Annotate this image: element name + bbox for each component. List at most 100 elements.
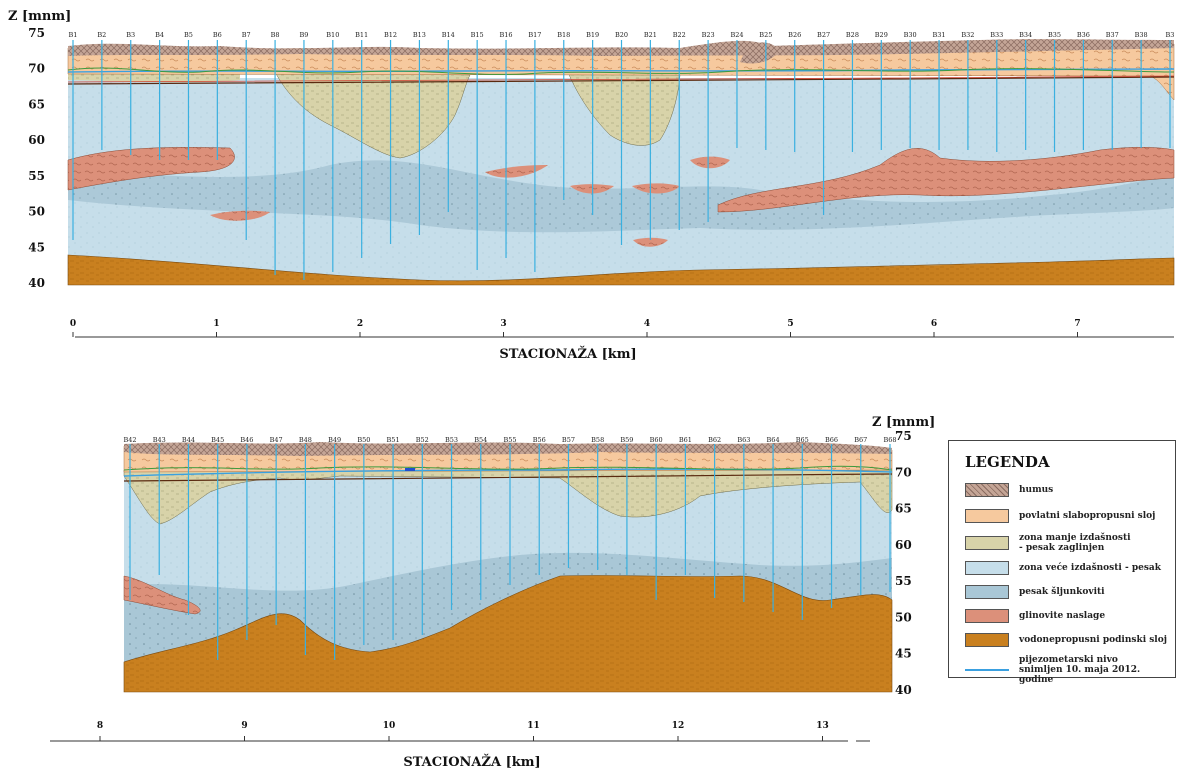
borehole-label: B26 [788, 31, 801, 39]
km-tick-label: 13 [816, 721, 829, 731]
legend: LEGENDA humus povlatni slabopropusni slo… [948, 440, 1176, 685]
borehole-label: B20 [615, 31, 628, 39]
borehole-label: B67 [854, 436, 867, 444]
borehole-label: B15 [471, 31, 484, 39]
z-tick-label: 70 [895, 465, 912, 479]
top-x-axis-label: STACIONAŽA [km] [499, 346, 636, 362]
km-tick-label: 7 [1074, 319, 1080, 329]
top-layer-glina-lens-1 [210, 210, 270, 221]
borehole-label: B58 [591, 436, 604, 444]
borehole-label: B31 [933, 31, 946, 39]
top-z-axis-label: Z [mnm] [8, 9, 71, 24]
legend-item-sljunkoviti: pesak šljunkoviti [965, 585, 1105, 599]
z-tick-label: 75 [895, 429, 912, 443]
borehole-label: B14 [442, 31, 455, 39]
borehole-label: B44 [182, 436, 195, 444]
legend-swatch-pesak [965, 561, 1009, 575]
km-tick-label: 11 [527, 721, 540, 731]
bottom-layer-zaglinjen [123, 469, 893, 525]
bottom-borehole-lines [129, 444, 891, 660]
borehole-label: B53 [445, 436, 458, 444]
z-tick-label: 75 [28, 26, 45, 40]
km-tick-label: 6 [931, 319, 937, 329]
borehole-label: B65 [796, 436, 809, 444]
km-tick-label: 0 [70, 319, 76, 329]
top-layer-zaglinjen-2 [567, 71, 681, 146]
borehole-label: B60 [650, 436, 663, 444]
borehole-label: B32 [961, 31, 974, 39]
borehole-label: B55 [503, 436, 516, 444]
legend-label-podina: vodonepropusni podinski sloj [1019, 635, 1167, 645]
borehole-label: B43 [153, 436, 166, 444]
borehole-label: B4 [155, 31, 164, 39]
borehole-label: B62 [708, 436, 721, 444]
borehole-label: B66 [825, 436, 838, 444]
borehole-label: B28 [846, 31, 859, 39]
z-tick-label: 40 [895, 683, 912, 697]
bottom-layer-podina [123, 575, 893, 693]
borehole-label: B13 [413, 31, 426, 39]
km-tick-label: 8 [97, 721, 103, 731]
borehole-label: B5 [184, 31, 193, 39]
borehole-label: B10 [326, 31, 339, 39]
top-layer-zaglinjen-1 [274, 71, 471, 159]
km-tick-label: 10 [383, 721, 396, 731]
legend-label-piezometric: pijezometarski nivo snimljen 10. maja 20… [1019, 655, 1141, 685]
borehole-label: B47 [270, 436, 283, 444]
borehole-label: B36 [1077, 31, 1090, 39]
legend-swatch-sljunkoviti [965, 585, 1009, 599]
bottom-x-axis-label: STACIONAŽA [km] [403, 754, 540, 770]
legend-item-humus: humus [965, 483, 1053, 497]
bottom-piezometric-level [123, 468, 893, 477]
borehole-label: B27 [817, 31, 830, 39]
borehole-label: B16 [499, 31, 512, 39]
bottom-z-axis-label: Z [mnm] [872, 415, 935, 430]
top-layer-podina [67, 254, 1175, 286]
borehole-label: B21 [644, 31, 657, 39]
z-tick-label: 65 [895, 502, 912, 516]
top-layer-glina-lens-5 [690, 156, 730, 169]
borehole-label: B30 [904, 31, 917, 39]
top-layer-glina-lens-2 [485, 165, 548, 178]
borehole-label: B2 [97, 31, 106, 39]
borehole-label: B18 [557, 31, 570, 39]
borehole-label: B3 [126, 31, 135, 39]
borehole-label: B38 [1135, 31, 1148, 39]
borehole-label: B63 [737, 436, 750, 444]
z-tick-label: 45 [28, 240, 45, 254]
borehole-label: B37 [1106, 31, 1119, 39]
borehole-label: B54 [474, 436, 487, 444]
borehole-label: B59 [620, 436, 633, 444]
borehole-label: B35 [1048, 31, 1061, 39]
borehole-label: B50 [357, 436, 370, 444]
borehole-label: B11 [355, 31, 368, 39]
bottom-layer-humus [124, 442, 892, 456]
legend-item-piezometric: pijezometarski nivo snimljen 10. maja 20… [965, 655, 1175, 685]
top-layer-glina-lens-3 [570, 184, 614, 194]
km-tick-label: 12 [672, 721, 685, 731]
borehole-label: B49 [328, 436, 341, 444]
top-level-green [67, 67, 1175, 75]
top-layer-glina-lens-4 [632, 183, 680, 194]
km-tick-label: 5 [787, 319, 793, 329]
legend-label-humus: humus [1019, 485, 1054, 495]
borehole-label: B52 [416, 436, 429, 444]
bottom-level-brown [123, 473, 893, 482]
borehole-label: B48 [299, 436, 312, 444]
legend-swatch-zaglinjen [965, 536, 1009, 550]
borehole-label: B34 [1019, 31, 1032, 39]
borehole-label: B29 [875, 31, 888, 39]
km-tick-label: 2 [357, 319, 363, 329]
z-tick-label: 40 [28, 276, 45, 290]
borehole-label: B42 [123, 436, 136, 444]
legend-item-glina: glinovite naslage [965, 609, 1105, 623]
